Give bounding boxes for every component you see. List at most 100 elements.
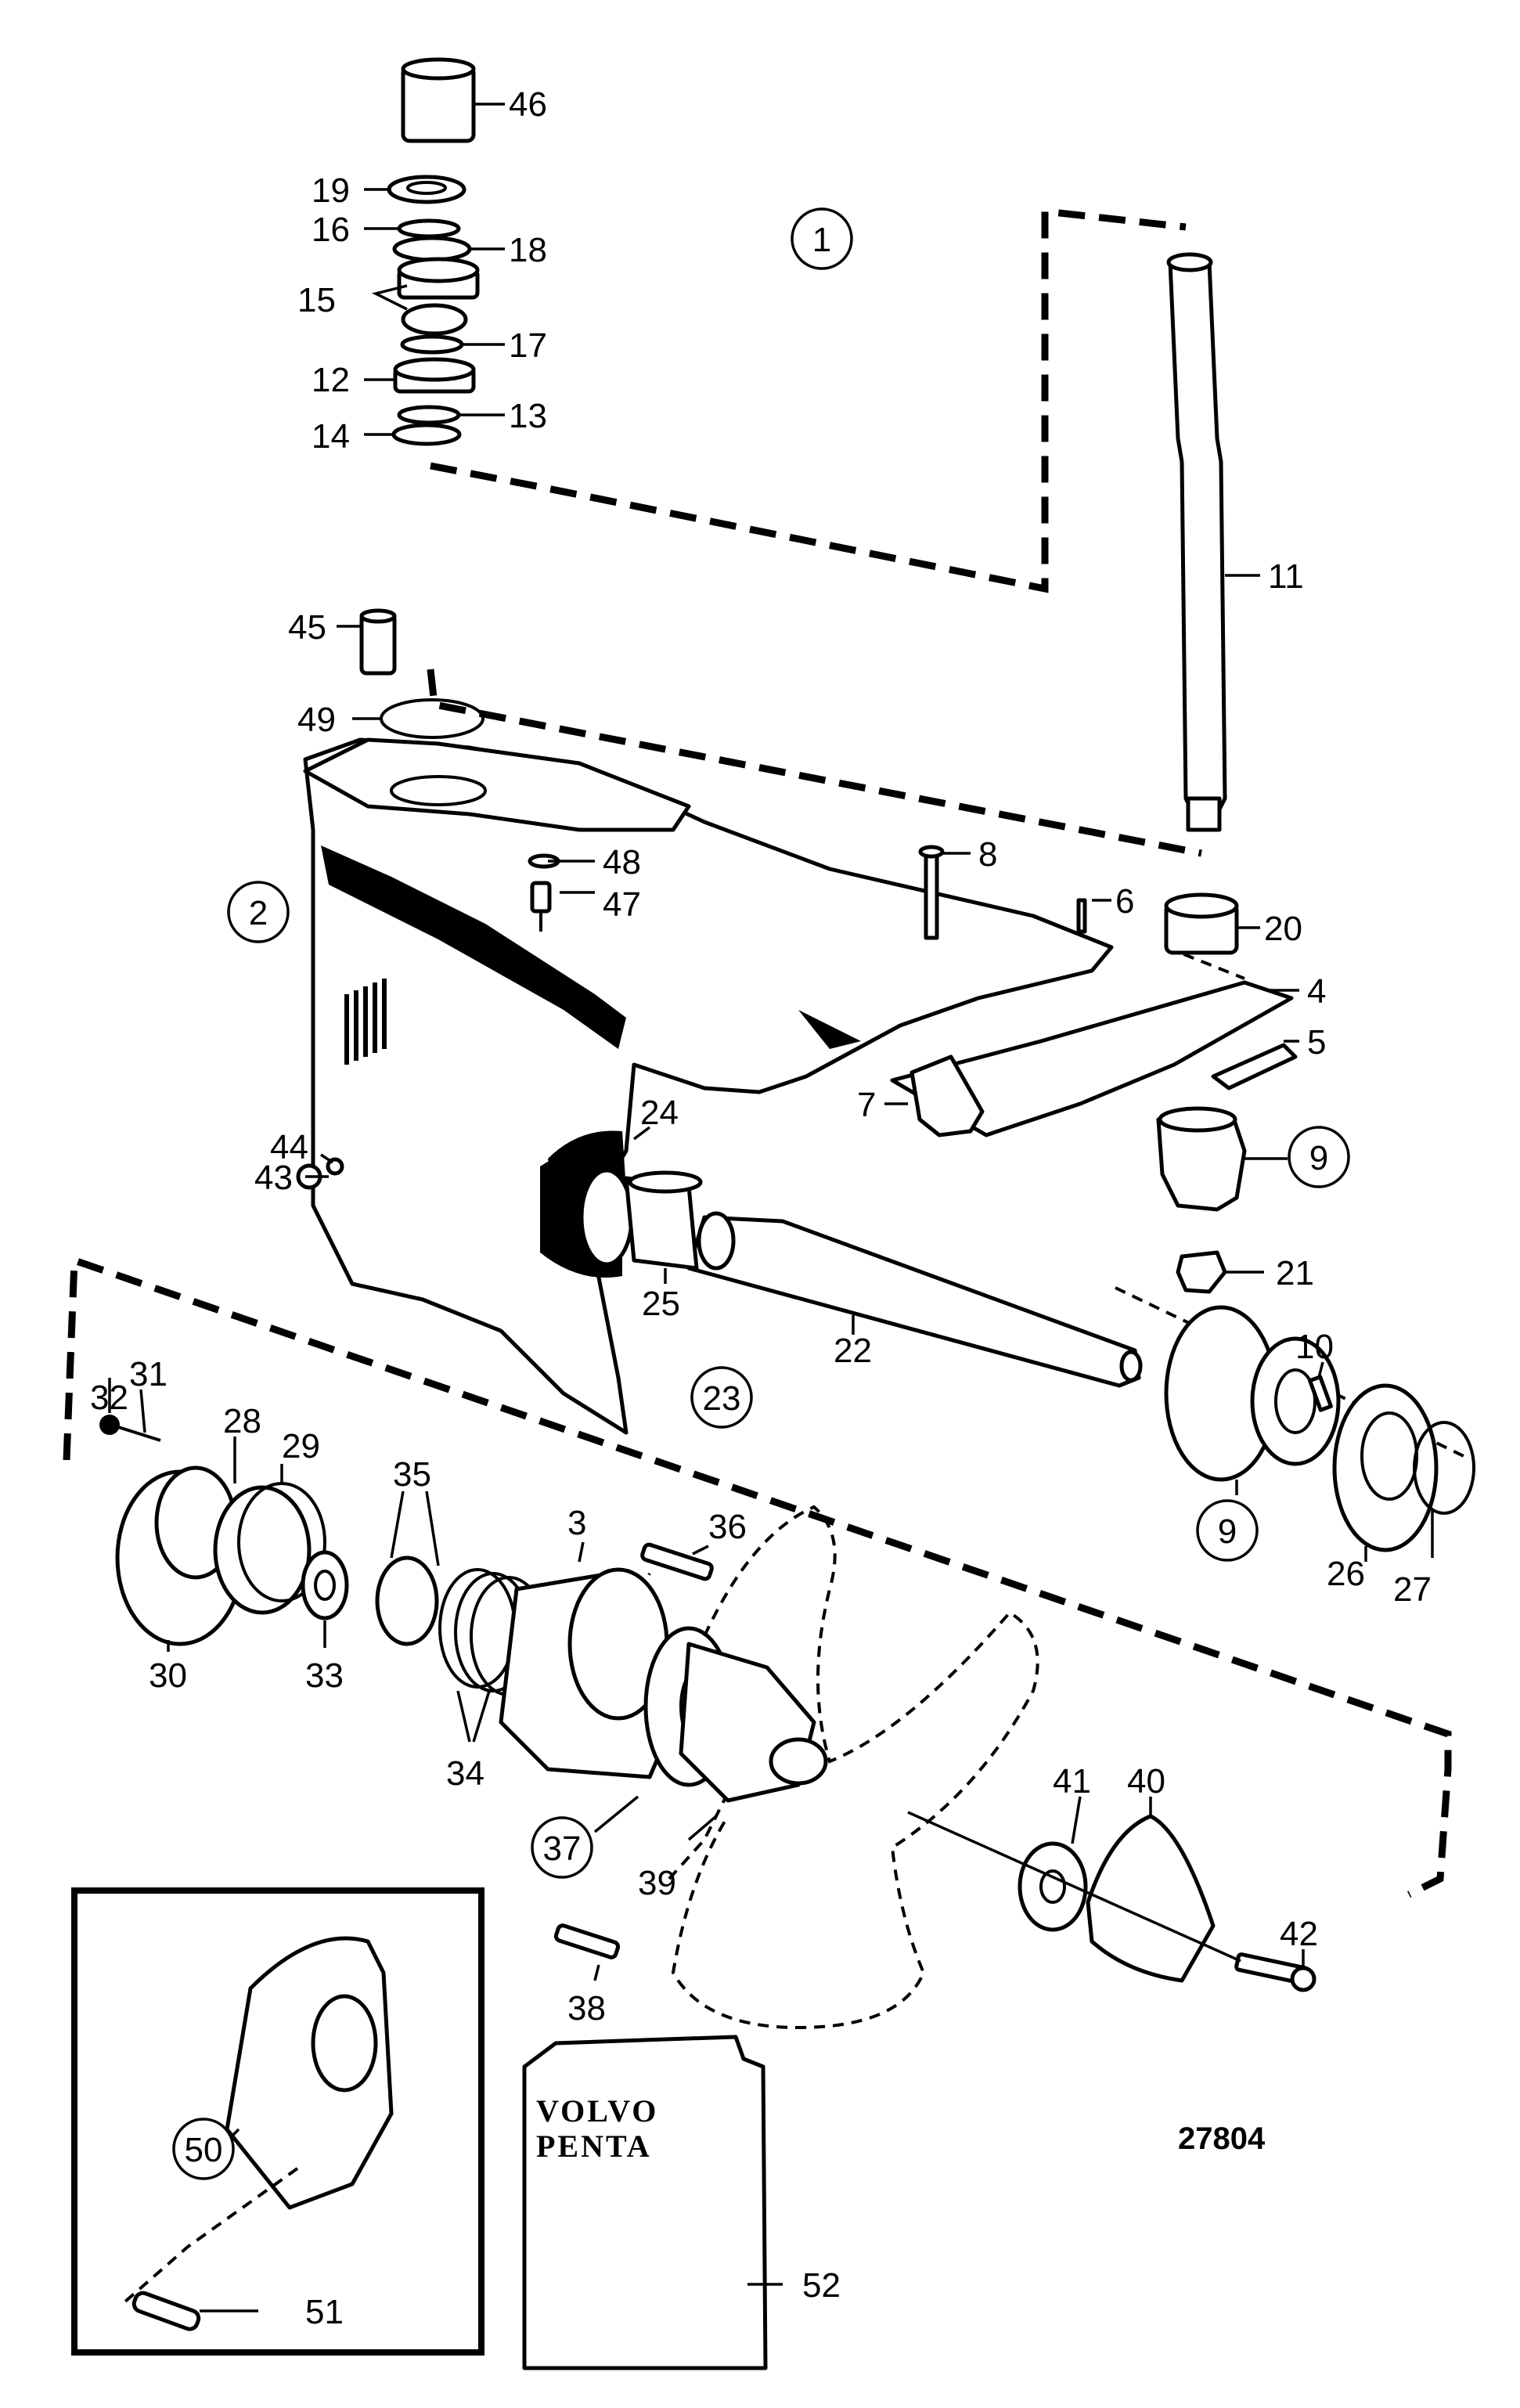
inset-box — [71, 1887, 484, 2356]
housing-vent-slots — [344, 979, 387, 1065]
vertical-drive-shaft-11 — [1166, 252, 1227, 832]
label-15: 15 — [297, 281, 336, 319]
label-28: 28 — [223, 1402, 261, 1440]
reference-number: 27804 — [1178, 2121, 1266, 2156]
bearing-20 — [1164, 892, 1239, 955]
volvo-penta-card-52: VOLVO PENTA — [522, 2035, 768, 2370]
pin-8 — [918, 845, 945, 940]
label-48: 48 — [603, 843, 641, 881]
label-45: 45 — [288, 608, 326, 647]
label-29: 29 — [282, 1427, 320, 1465]
hub-39 — [679, 1642, 828, 1803]
label-51: 51 — [305, 2293, 344, 2331]
brand-line-penta: PENTA — [536, 2129, 652, 2164]
washer-16 — [397, 218, 461, 239]
label-49: 49 — [297, 701, 336, 739]
screw-36 — [640, 1542, 714, 1581]
ring-18 — [392, 236, 472, 262]
ring-13 — [397, 405, 461, 425]
label-32: 32 — [90, 1379, 128, 1417]
sleeve-46 — [401, 57, 476, 143]
label-43: 43 — [254, 1159, 293, 1197]
label-24: 24 — [640, 1094, 679, 1132]
label-20: 20 — [1264, 910, 1302, 948]
label-50-circled: 50 — [185, 2131, 223, 2169]
label-27: 27 — [1393, 1570, 1432, 1609]
screw-47 — [530, 881, 552, 932]
label-9-circled-lower: 9 — [1218, 1512, 1237, 1551]
bearing-12 — [393, 357, 476, 394]
label-41: 41 — [1053, 1762, 1091, 1801]
screw-38 — [553, 1923, 621, 1959]
bearing-35 — [375, 1555, 439, 1646]
label-18: 18 — [509, 231, 547, 269]
label-30: 30 — [149, 1656, 187, 1695]
label-31: 31 — [129, 1355, 167, 1393]
bushing-25 — [624, 1170, 703, 1271]
label-34: 34 — [446, 1754, 484, 1793]
label-10: 10 — [1295, 1328, 1334, 1366]
nut-19 — [387, 175, 466, 204]
label-25: 25 — [642, 1285, 680, 1323]
label-35: 35 — [393, 1455, 431, 1494]
o-ring-49 — [380, 698, 484, 739]
label-40: 40 — [1127, 1762, 1165, 1801]
label-38: 38 — [567, 1989, 606, 2028]
label-46: 46 — [509, 85, 547, 124]
label-37-circled: 37 — [543, 1829, 582, 1868]
label-17: 17 — [509, 326, 547, 365]
brand-line-volvo: VOLVO — [536, 2093, 658, 2129]
label-23-circled: 23 — [703, 1379, 741, 1418]
top-bearing-stack — [387, 57, 480, 446]
label-3: 3 — [567, 1504, 586, 1542]
label-21: 21 — [1276, 1254, 1314, 1292]
label-2-circled: 2 — [249, 894, 268, 932]
bolt-42 — [1234, 1952, 1316, 1992]
label-42: 42 — [1280, 1915, 1318, 1953]
seal-14 — [391, 423, 462, 446]
label-7: 7 — [857, 1086, 876, 1124]
label-4: 4 — [1307, 972, 1326, 1011]
label-19: 19 — [312, 171, 350, 210]
label-1-circled: 1 — [812, 221, 831, 259]
bearing-15 — [397, 257, 480, 336]
label-44: 44 — [270, 1128, 308, 1166]
key-10 — [1308, 1375, 1333, 1412]
nut-33 — [301, 1550, 349, 1620]
label-12: 12 — [312, 361, 350, 399]
screw-51 — [131, 2291, 201, 2331]
label-8: 8 — [978, 835, 997, 874]
label-39: 39 — [638, 1864, 676, 1902]
label-9-circled-upper: 9 — [1309, 1139, 1328, 1177]
label-16: 16 — [312, 211, 350, 249]
label-26: 26 — [1327, 1555, 1365, 1593]
bearing-28 — [213, 1485, 312, 1615]
thrust-washer-26 — [1332, 1383, 1439, 1552]
bearing-24 — [540, 1148, 634, 1278]
part-labels: 46 19 16 18 15 17 12 13 14 11 45 49 8 48… — [90, 85, 1432, 2331]
circled-labels: 1 2 9 23 9 37 50 — [172, 207, 1350, 2180]
sleeve-45 — [359, 608, 397, 676]
propeller-outline — [671, 1505, 1039, 2030]
label-14: 14 — [312, 417, 350, 456]
leader-lines — [108, 103, 1434, 2312]
bottom-plate-4 — [890, 980, 1294, 1137]
snap-ring-27 — [1413, 1421, 1475, 1515]
forward-gear-9 — [1164, 1305, 1341, 1482]
label-13: 13 — [509, 397, 547, 435]
label-52: 52 — [802, 2266, 841, 2305]
label-6: 6 — [1115, 882, 1134, 921]
strip-5 — [1211, 1043, 1298, 1090]
nut-32 — [99, 1415, 120, 1435]
propeller-shaft-22 — [686, 1211, 1143, 1388]
pinion-gear-9 — [1156, 1106, 1247, 1212]
propeller-housing-3 — [499, 1567, 675, 1779]
washer-41 — [1018, 1841, 1088, 1932]
shim-17 — [400, 334, 464, 355]
gear-housing-cover-50 — [225, 1936, 394, 2210]
label-22: 22 — [834, 1332, 872, 1370]
cone-40 — [1086, 1814, 1216, 1983]
label-11: 11 — [1268, 557, 1304, 596]
nut-21 — [1176, 1250, 1227, 1294]
label-5: 5 — [1307, 1023, 1326, 1062]
